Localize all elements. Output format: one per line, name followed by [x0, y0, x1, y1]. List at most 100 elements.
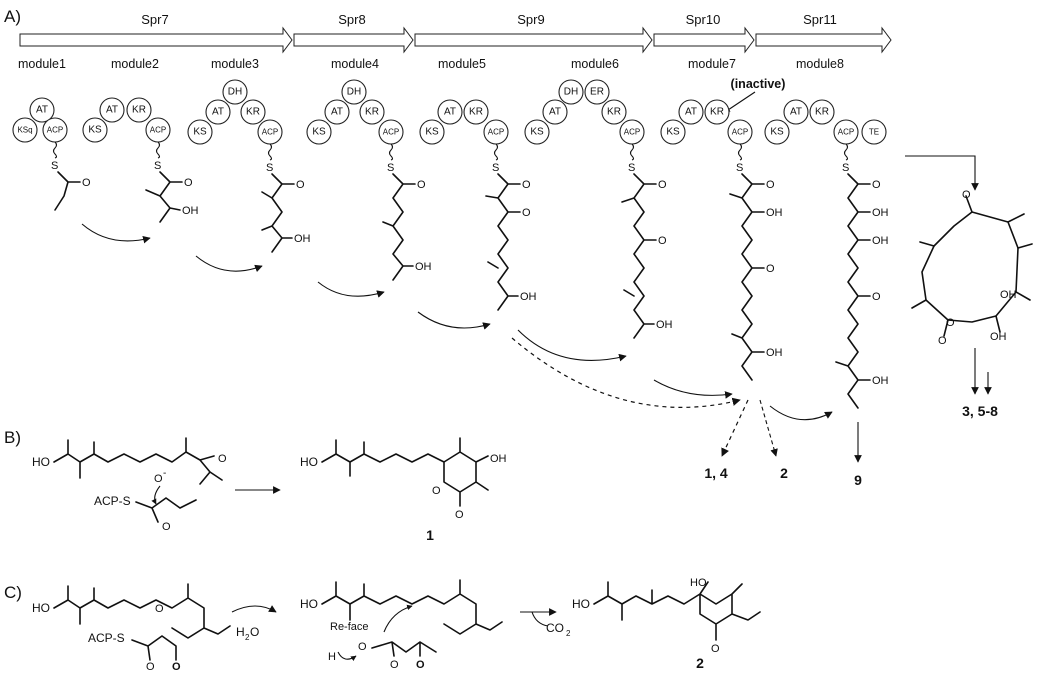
sulfur-label: S [842, 162, 849, 174]
domain-acp: ACP [624, 128, 640, 137]
oxygen-label: O [872, 291, 881, 303]
protein-arrow-spr8 [293, 26, 414, 54]
hydroxyl-label: OH [520, 291, 537, 303]
sulfur-label: S [51, 160, 58, 172]
panel-c-intermediate: HO Re-face H O O O [300, 579, 503, 671]
sulfur-label: S [628, 162, 635, 174]
intermediate-1: S O [51, 141, 91, 211]
domain-at: AT [444, 107, 456, 118]
module-8-domains: AT KR KS ACP TE [764, 99, 887, 145]
domain-acp: ACP [150, 126, 166, 135]
hydroxyl-label: OH [415, 261, 432, 273]
hydroxyl-label: OH [766, 207, 783, 219]
sulfur-label: S [736, 162, 743, 174]
module-3-domains: DH AT KR KS ACP [187, 79, 283, 145]
module-4-domains: DH AT KR KS ACP [306, 79, 404, 145]
protein-arrow-spr10 [653, 26, 755, 54]
oxygen-label: O [522, 207, 531, 219]
module-label-2: module2 [111, 57, 159, 71]
oxygen-label: O [146, 661, 155, 673]
oxygen-label: O [766, 179, 775, 191]
product-9: 9 [854, 472, 862, 488]
sulfur-label: S [154, 160, 161, 172]
ho-label: HO [300, 455, 318, 469]
protein-spr10: Spr10 [686, 12, 721, 27]
module-7-domains: AT KR KS ACP [660, 99, 753, 145]
protein-spr9: Spr9 [517, 12, 544, 27]
product-2-label: 2 [696, 655, 704, 671]
oxygen-label: O [416, 659, 425, 671]
intermediate-3: S O OH [261, 143, 311, 253]
module-5-domains: AT KR KS ACP [419, 99, 509, 145]
hydroxyl-label: OH [182, 205, 199, 217]
oxygen-label: O [155, 603, 164, 615]
panel-b-precursor: HO O O - ACP-S O [32, 437, 227, 533]
intermediate-6: S O O OH [621, 143, 673, 339]
domain-ks: KS [425, 127, 439, 138]
protein-spr7: Spr7 [141, 12, 168, 27]
negative-charge: - [163, 468, 166, 479]
ho-label: HO [572, 597, 590, 611]
module-6-domains: DH ER AT KR KS ACP [524, 79, 645, 145]
module-label-4: module4 [331, 57, 379, 71]
protein-spr11: Spr11 [803, 12, 837, 27]
hydroxyl-label: OH [872, 235, 889, 247]
protein-arrow-spr11 [755, 26, 892, 54]
ho-label: HO [300, 597, 318, 611]
panel-label-b: B) [4, 428, 21, 447]
sulfur-label: S [387, 162, 394, 174]
intermediate-2: S O OH [145, 141, 199, 223]
product-3-5-8: 3, 5-8 [962, 403, 998, 419]
hydroxyl-label: OH [766, 347, 783, 359]
ring-oxygen: O [432, 485, 441, 497]
carbonyl-oxygen: O [455, 509, 464, 521]
sulfur-label: S [492, 162, 499, 174]
domain-at: AT [549, 107, 561, 118]
protein-spr8: Spr8 [338, 12, 365, 27]
domain-ks: KS [770, 127, 784, 138]
water-subscript: 2 [245, 633, 250, 642]
ho-label: HO [32, 601, 50, 615]
oxygen-label: O [962, 189, 971, 201]
hydroxyl-label: OH [490, 453, 507, 465]
hydroxyl-label: OH [990, 331, 1007, 343]
domain-kr: KR [607, 107, 621, 118]
panel-label-a: A) [4, 7, 21, 26]
panel-label-c: C) [4, 583, 22, 602]
re-face-label: Re-face [330, 621, 369, 633]
domain-dh: DH [347, 87, 361, 98]
intermediate-5: S O O OH [485, 143, 537, 311]
domain-at: AT [36, 105, 48, 116]
module-2-domains: AT KR KS ACP [82, 97, 171, 143]
intermediate-7: S O OH O OH [729, 143, 783, 381]
sulfur-label: S [266, 162, 273, 174]
intermediate-4: S O OH [382, 143, 432, 281]
oxygen-label: O [172, 661, 181, 673]
domain-at: AT [685, 107, 697, 118]
oxygen-label: O [658, 235, 667, 247]
domain-ks: KS [666, 127, 680, 138]
transfer-arrows [81, 223, 833, 421]
domain-kr: KR [469, 107, 483, 118]
inactive-note: (inactive) [731, 77, 786, 91]
hydroxyl-label: OH [872, 207, 889, 219]
domain-kr: KR [246, 107, 260, 118]
domain-acp: ACP [262, 128, 278, 137]
oxygen-label: O [218, 453, 227, 465]
oxygen-label: O [658, 179, 667, 191]
intermediate-8: S O OH OH O OH [835, 143, 889, 409]
domain-er: ER [590, 87, 604, 98]
co2-co: CO [546, 621, 564, 635]
water-h: H [236, 625, 245, 639]
co2-arrow: CO 2 [520, 608, 571, 638]
co2-subscript: 2 [566, 629, 571, 638]
product-1-4: 1, 4 [704, 465, 728, 481]
domain-kr: KR [132, 105, 146, 116]
domain-acp: ACP [732, 128, 748, 137]
oxygen-label: O [417, 179, 426, 191]
protein-arrow-spr7 [19, 26, 293, 54]
domain-acp: ACP [47, 126, 63, 135]
domain-kr: KR [365, 107, 379, 118]
oxygen-label: O [162, 521, 171, 533]
